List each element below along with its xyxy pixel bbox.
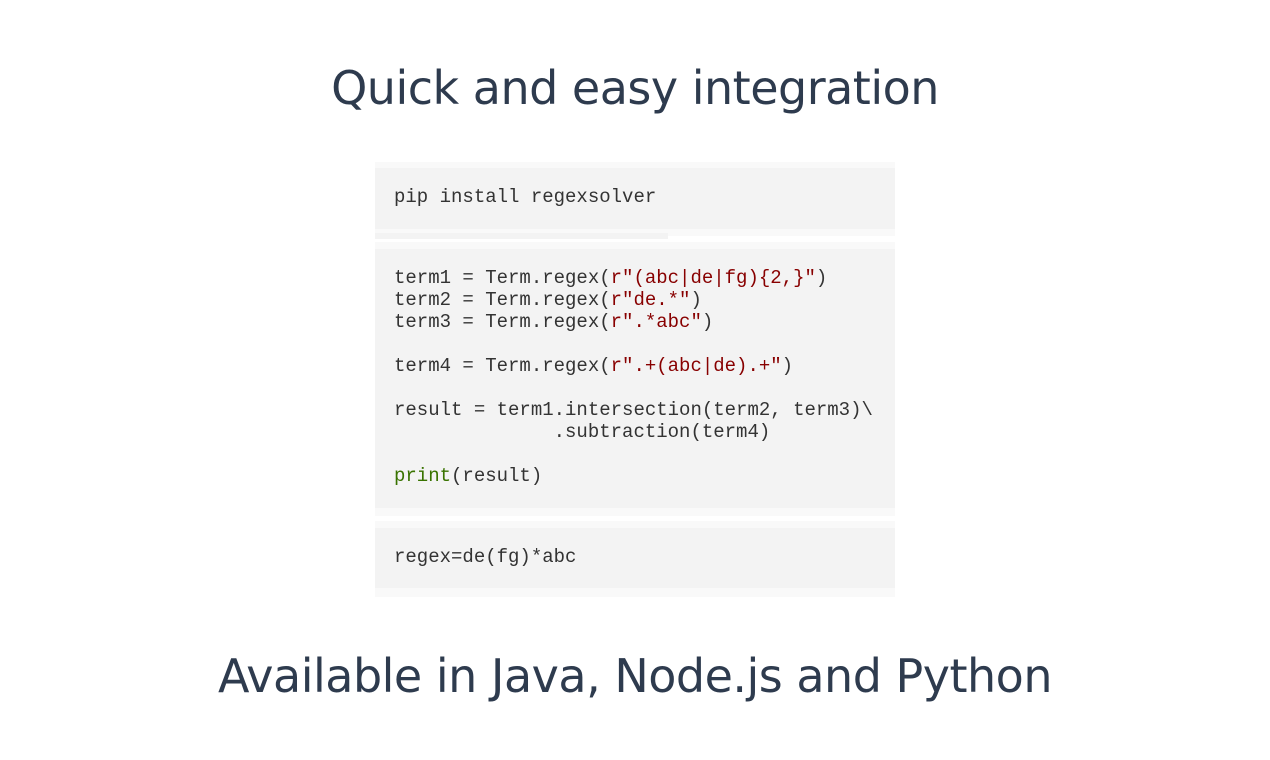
code-string: r".+(abc|de).+" (610, 355, 782, 377)
section-heading-integration: Quick and easy integration (331, 61, 939, 115)
code-text: ) (781, 355, 794, 377)
output-code-container: regex=de(fg)*abc (375, 521, 895, 597)
code-text: term3 = Term.regex( (394, 311, 611, 333)
code-text: term2 = Term.regex( (394, 289, 611, 311)
install-code-block: pip install regexsolver (375, 168, 895, 229)
code-text: ) (690, 289, 702, 311)
output-code-block: regex=de(fg)*abc (375, 528, 895, 588)
output-text: regex=de(fg)*abc (394, 546, 577, 568)
code-text: (result) (451, 465, 543, 487)
example-code-container: term1 = Term.regex(r"(abc|de|fg){2,}") t… (375, 242, 895, 516)
code-string: r".*abc" (610, 311, 702, 333)
code-string: r"de.*" (610, 289, 691, 311)
code-text: ) (815, 267, 828, 289)
section-heading-availability: Available in Java, Node.js and Python (218, 649, 1052, 703)
code-text: term4 = Term.regex( (394, 355, 611, 377)
code-line-subtraction: .subtraction(term4) (394, 421, 771, 443)
code-line-result: result = term1.intersection(term2, term3… (394, 399, 873, 421)
code-line-term4: term4 = Term.regex(r".+(abc|de).+") (394, 355, 793, 377)
install-code-container: pip install regexsolver (375, 162, 895, 236)
code-line-term2: term2 = Term.regex(r"de.*") (394, 289, 702, 311)
code-line-term3: term3 = Term.regex(r".*abc") (394, 311, 713, 333)
code-function: print (394, 465, 452, 487)
install-divider (375, 233, 668, 239)
code-line-term1: term1 = Term.regex(r"(abc|de|fg){2,}") (394, 267, 827, 289)
example-code-block: term1 = Term.regex(r"(abc|de|fg){2,}") t… (375, 249, 895, 508)
code-text: term1 = Term.regex( (394, 267, 611, 289)
code-text: ) (701, 311, 714, 333)
code-string: r"(abc|de|fg){2,}" (610, 267, 816, 289)
code-line-print: print(result) (394, 465, 542, 487)
install-command: pip install regexsolver (394, 186, 657, 208)
